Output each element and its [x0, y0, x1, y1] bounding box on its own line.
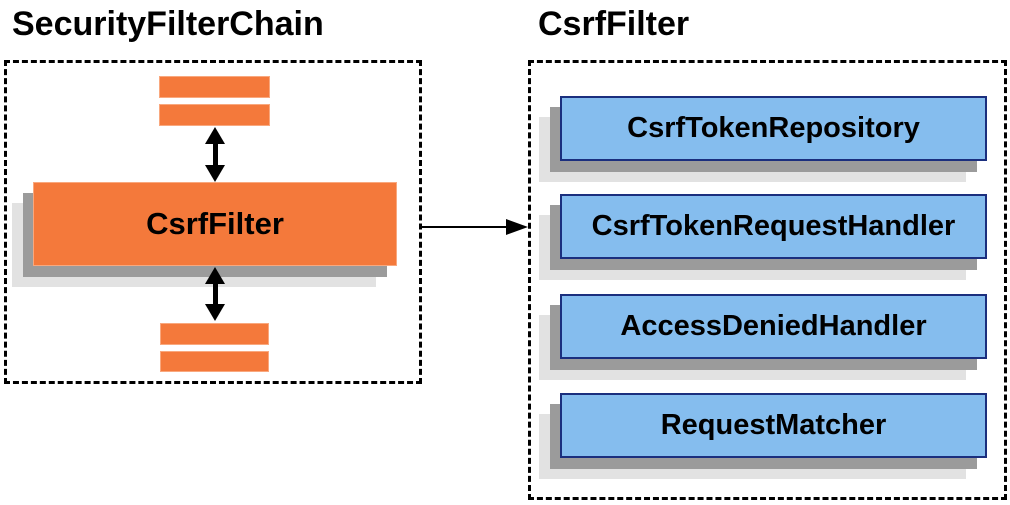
bidirectional-arrow-icon [200, 127, 230, 182]
connector-arrow-head-icon [506, 219, 528, 235]
csrf-filter-components-container: CsrfTokenRepository CsrfTokenRequestHand… [528, 60, 1007, 500]
arrow-shaft [212, 140, 218, 169]
csrf-filter-node-label: CsrfFilter [33, 182, 397, 266]
csrf-filter-node: CsrfFilter [12, 182, 397, 287]
component-node-label: RequestMatcher [560, 393, 987, 458]
arrow-up-head-icon [205, 127, 225, 144]
filter-placeholder-bar [159, 76, 270, 98]
connector-arrow-icon [422, 219, 528, 235]
component-node-label: CsrfTokenRepository [560, 96, 987, 161]
filter-placeholder-bar [160, 351, 269, 372]
arrow-up-head-icon [205, 267, 225, 284]
arrow-down-head-icon [205, 304, 225, 321]
component-node-request-matcher: RequestMatcher [539, 393, 987, 479]
arrow-down-head-icon [205, 165, 225, 182]
arrow-shaft [212, 280, 218, 308]
left-panel-title: SecurityFilterChain [12, 5, 324, 43]
filter-placeholder-bar [160, 323, 269, 345]
component-node-csrf-token-request-handler: CsrfTokenRequestHandler [539, 194, 987, 280]
component-node-label: CsrfTokenRequestHandler [560, 194, 987, 259]
component-node-access-denied-handler: AccessDeniedHandler [539, 294, 987, 380]
right-panel-title: CsrfFilter [538, 5, 690, 43]
bidirectional-arrow-icon [200, 267, 230, 321]
security-filter-chain-container: CsrfFilter [4, 60, 422, 384]
filter-placeholder-bar [159, 104, 270, 126]
component-node-label: AccessDeniedHandler [560, 294, 987, 359]
component-node-csrf-token-repository: CsrfTokenRepository [539, 96, 987, 182]
connector-arrow-shaft [422, 226, 508, 228]
